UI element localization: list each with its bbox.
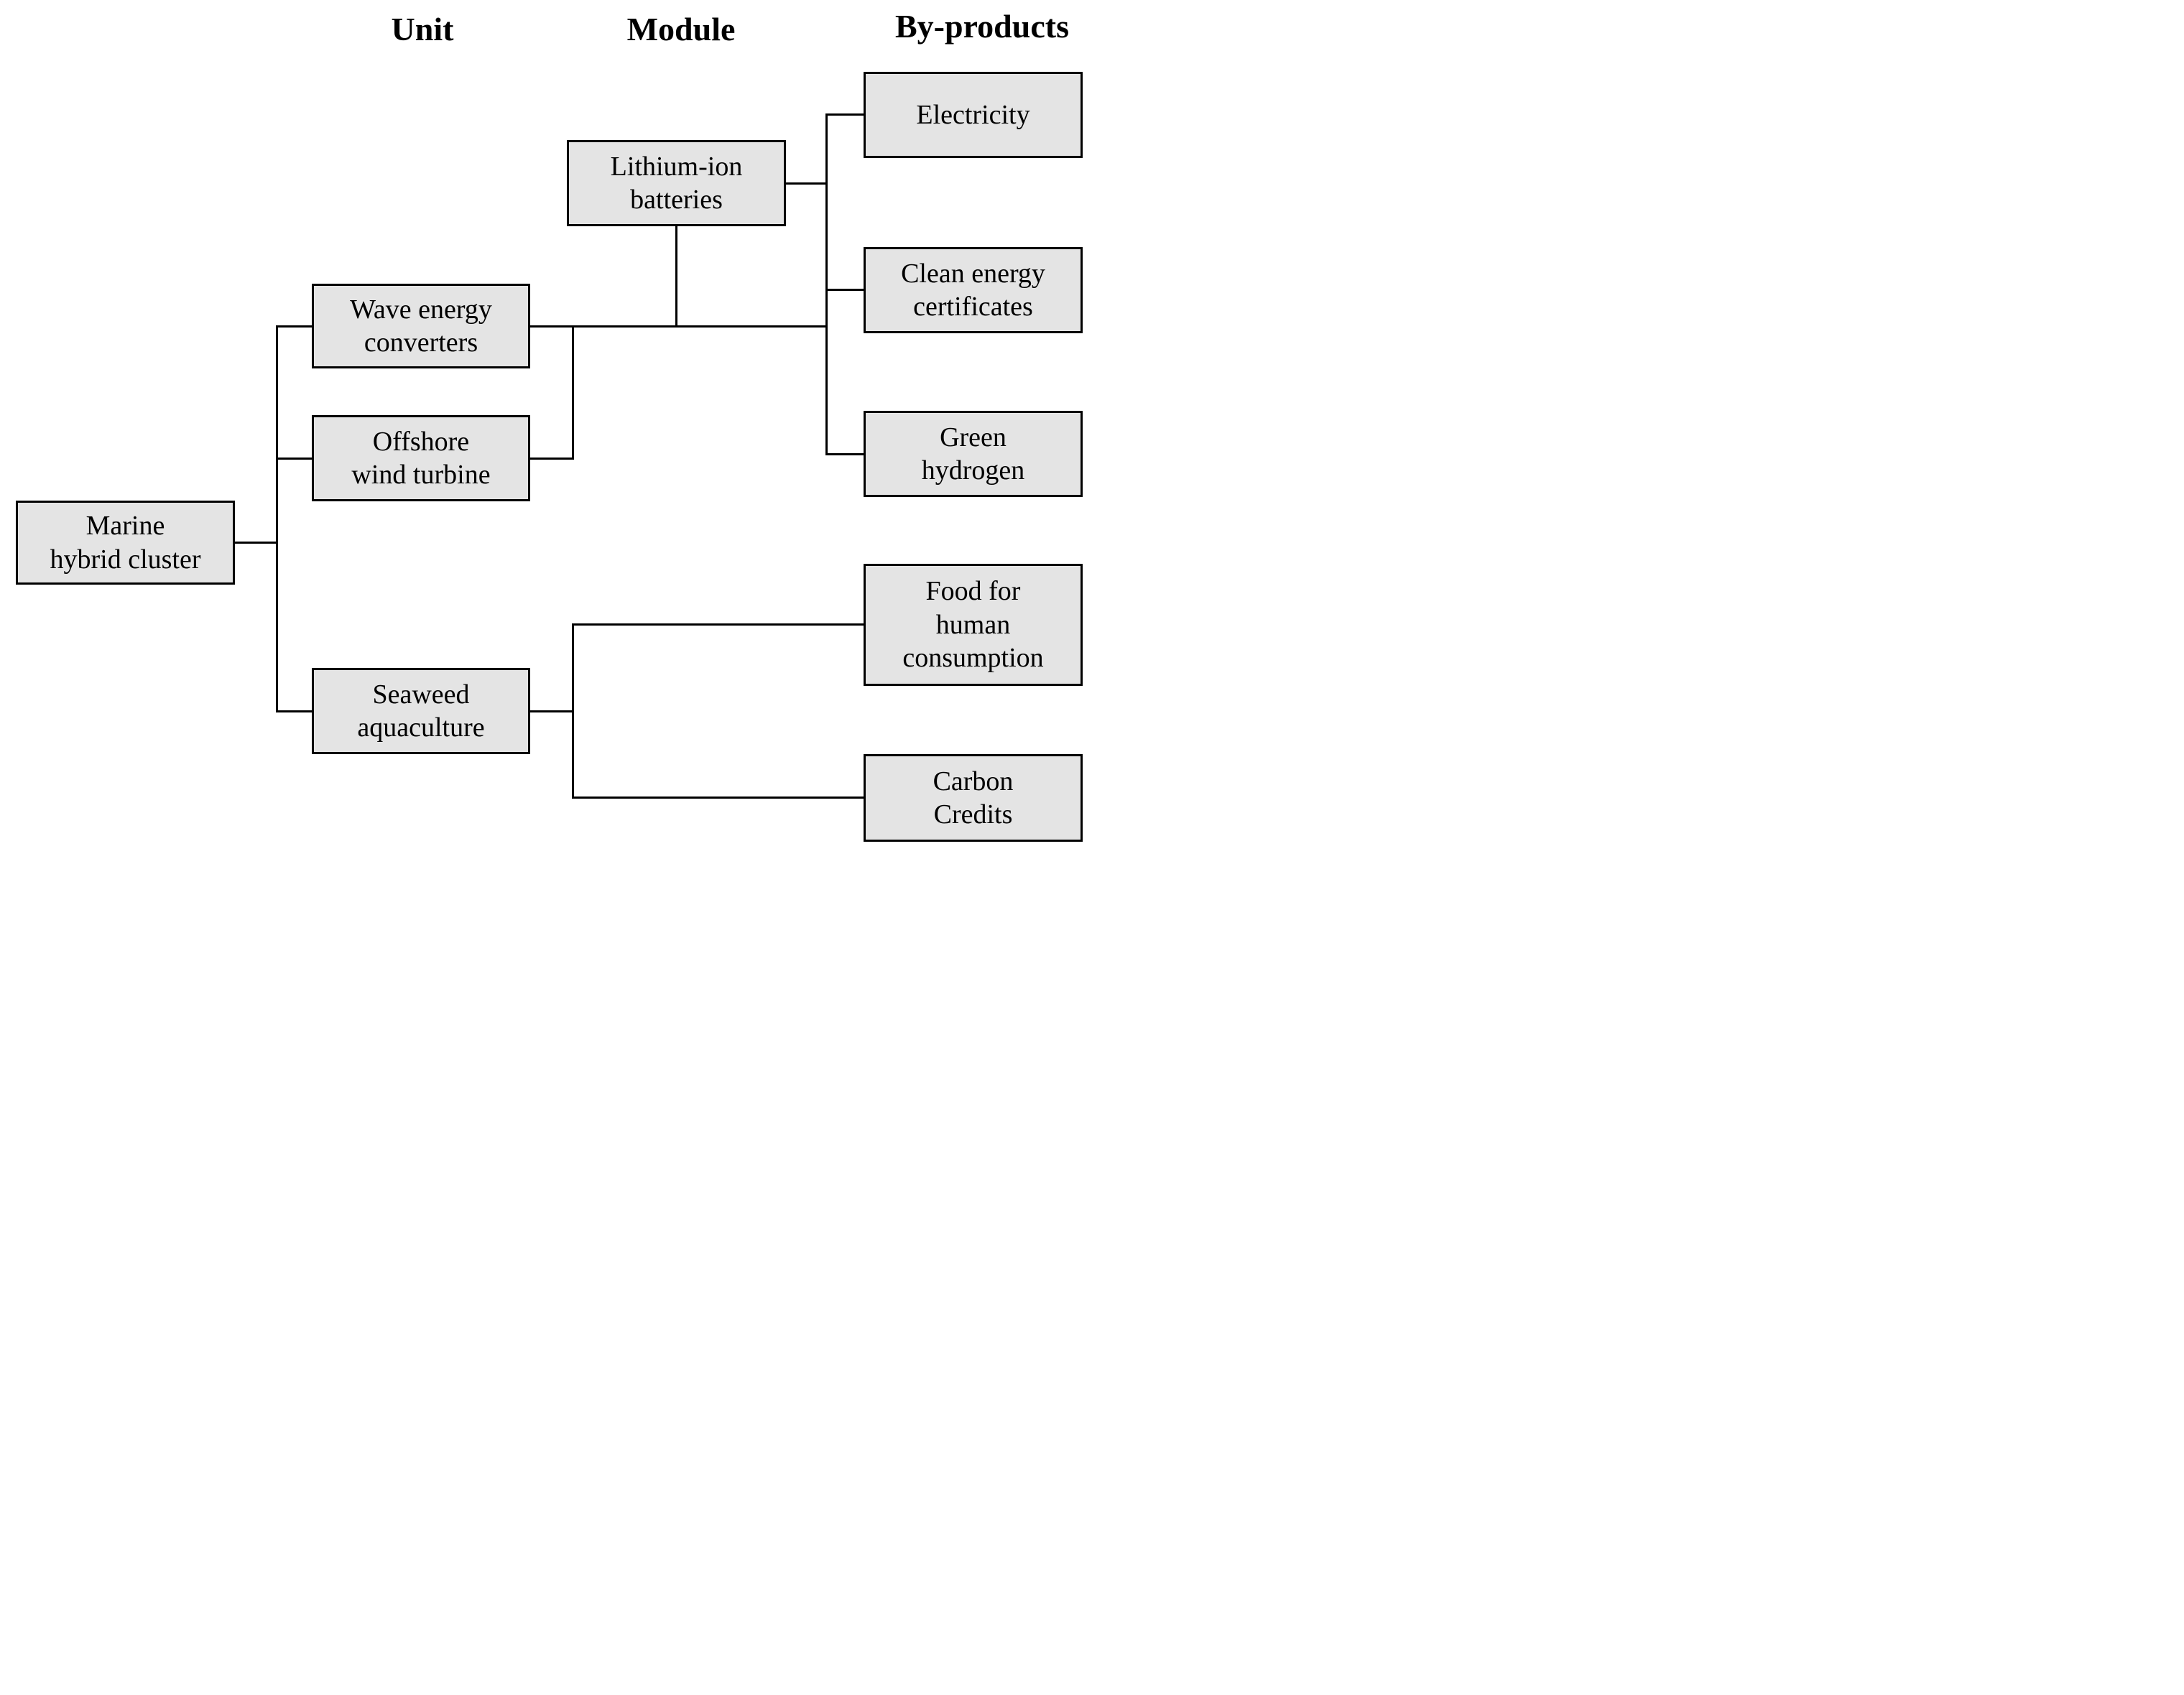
node-label: Lithium-ion batteries [610,151,743,215]
connector-seaweed-to-branch [530,710,574,712]
connector-bus-to-green-hydrogen [825,453,864,455]
node-carbon-credits: Carbon Credits [864,754,1083,842]
node-wave-energy-converters: Wave energy converters [312,284,530,368]
node-label: Marine hybrid cluster [50,511,201,575]
node-green-hydrogen: Green hydrogen [864,411,1083,497]
flow-diagram: Unit Module By-products Marine hybrid cl… [0,0,1092,848]
node-offshore-wind-turbine: Offshore wind turbine [312,415,530,501]
connector-seaweed-branch-vertical [572,623,574,799]
connector-lithium-to-energy-line [675,226,677,328]
connector-trunk-to-offshore [276,458,312,460]
connector-branch-to-carbon-credits [572,797,864,799]
column-header-byproducts: By-products [895,8,1069,45]
connector-offshore-to-merge [530,458,574,460]
node-marine-hybrid-cluster: Marine hybrid cluster [16,501,235,585]
connector-wave-to-byproducts-bus [530,325,828,328]
connector-marine-to-trunk [235,542,278,544]
connector-trunk-to-seaweed [276,710,312,712]
node-label: Green hydrogen [921,422,1025,486]
column-header-module: Module [626,11,736,47]
connector-lithium-to-bus [786,182,828,185]
connector-trunk-to-wave [276,325,312,328]
node-label: Offshore wind turbine [351,426,491,490]
node-label: Food for human consumption [902,576,1044,674]
node-food-for-human-consumption: Food for human consumption [864,564,1083,686]
node-label: Electricity [916,99,1030,130]
node-lithium-ion-batteries: Lithium-ion batteries [567,140,786,226]
node-clean-energy-certificates: Clean energy certificates [864,247,1083,333]
node-label: Seaweed aquaculture [357,679,485,743]
node-label: Clean energy certificates [901,258,1045,322]
connector-byproducts-bus-vertical [825,113,828,455]
connector-wave-offshore-merge-vertical [572,325,574,460]
node-label: Carbon Credits [933,766,1014,830]
connector-bus-to-electricity [825,113,864,116]
node-label: Wave energy converters [350,294,492,358]
node-electricity: Electricity [864,72,1083,158]
node-seaweed-aquaculture: Seaweed aquaculture [312,668,530,754]
connector-bus-to-clean-energy [825,289,864,291]
connector-branch-to-food [572,623,864,626]
connector-trunk-vertical [276,325,278,712]
column-header-unit: Unit [391,11,454,47]
